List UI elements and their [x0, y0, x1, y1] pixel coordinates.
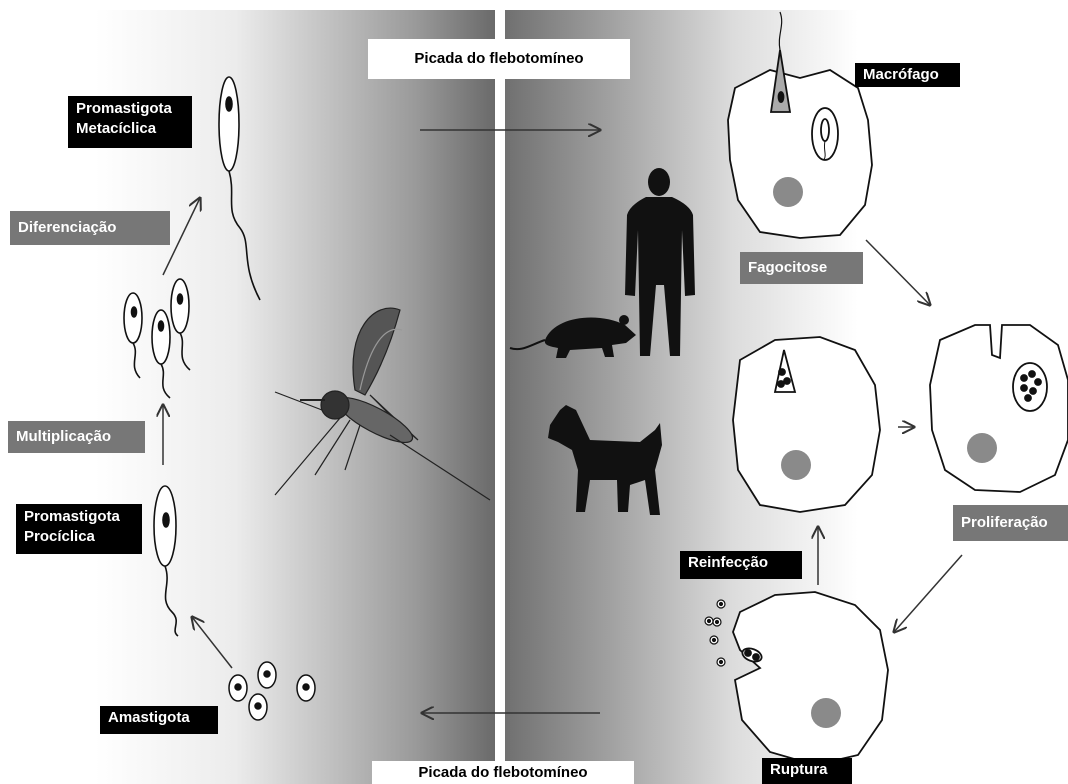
macrophage-cell-icon: [930, 325, 1068, 492]
label-reinfection: Reinfecção: [680, 551, 802, 579]
label-rupture: Ruptura: [762, 758, 852, 784]
label-phagocytosis: Fagocitose: [740, 252, 863, 284]
label-metacyclic-promastigote: Promastigota Metacíclica: [68, 96, 192, 148]
mosquito-icon: [275, 308, 490, 500]
label-multiplication: Multiplicação: [8, 421, 145, 453]
human-silhouette-icon: [625, 168, 695, 356]
macrophage-cell-icon: [733, 592, 888, 765]
released-amastigotes-icon: [705, 600, 725, 666]
macrophage-cell-icon: [728, 12, 872, 238]
macrophage-cell-icon: [733, 337, 880, 512]
arrow-amastigote-to-procyclic: [192, 617, 232, 668]
dividing-promastigotes-icon: [124, 279, 190, 398]
rat-silhouette-icon: [510, 315, 636, 358]
label-bite-top: Picada do flebotomíneo: [368, 39, 630, 79]
metacyclic-promastigote-icon: [219, 77, 260, 300]
label-procyclic-promastigote: Promastigota Procíclica: [16, 504, 142, 554]
arrow-rupture: [894, 555, 962, 632]
arrow-phagocytosis: [866, 240, 930, 305]
label-differentiation: Diferenciação: [10, 211, 170, 245]
amastigote-icon: [229, 662, 315, 720]
dog-silhouette-icon: [548, 405, 662, 515]
label-proliferation: Proliferação: [953, 505, 1068, 541]
procyclic-promastigote-icon: [154, 486, 178, 636]
label-amastigote: Amastigota: [100, 706, 218, 734]
label-macrophage: Macrófago: [855, 63, 960, 87]
label-bite-bottom: Picada do flebotomíneo: [372, 761, 634, 784]
